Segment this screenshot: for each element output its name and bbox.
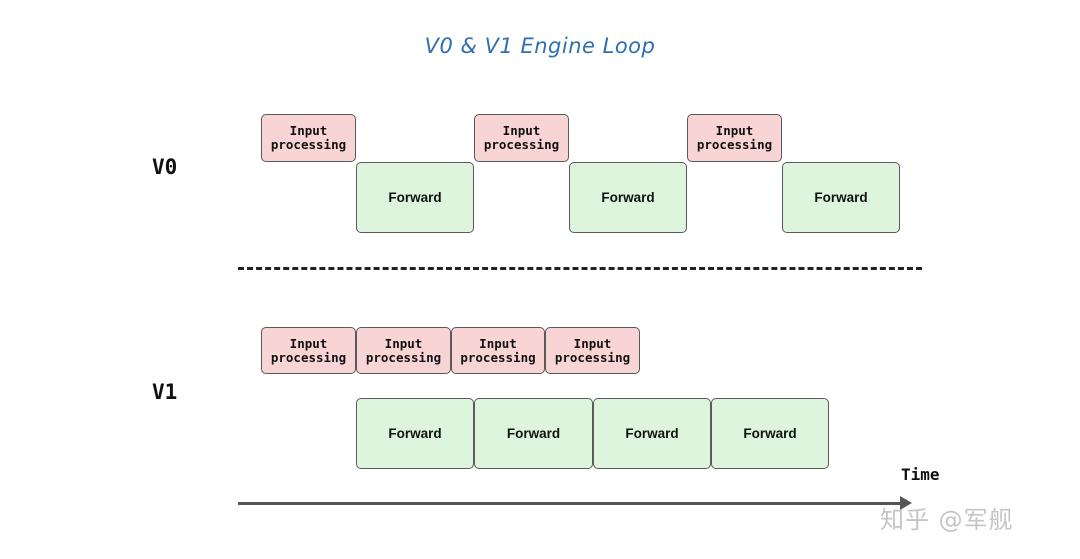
- v1-input-processing-box: Input processing: [261, 327, 356, 374]
- row-label-v1: V1: [152, 380, 178, 404]
- v1-forward-box: Forward: [593, 398, 711, 469]
- v0-forward-box: Forward: [782, 162, 900, 233]
- time-axis-line: [238, 502, 906, 505]
- v0-forward-box: Forward: [356, 162, 474, 233]
- v0-forward-box: Forward: [569, 162, 687, 233]
- section-divider: [238, 267, 922, 270]
- v0-input-processing-box: Input processing: [687, 114, 782, 162]
- diagram-title: V0 & V1 Engine Loop: [424, 34, 656, 58]
- v0-input-processing-box: Input processing: [261, 114, 356, 162]
- v1-forward-box: Forward: [474, 398, 593, 469]
- v1-input-processing-box: Input processing: [451, 327, 545, 374]
- v1-forward-box: Forward: [711, 398, 829, 469]
- v0-input-processing-box: Input processing: [474, 114, 569, 162]
- time-axis-arrow-icon: [900, 496, 912, 510]
- v1-input-processing-box: Input processing: [545, 327, 640, 374]
- time-axis-label: Time: [901, 465, 940, 484]
- v1-input-processing-box: Input processing: [356, 327, 451, 374]
- row-label-v0: V0: [152, 155, 178, 179]
- v1-forward-box: Forward: [356, 398, 474, 469]
- watermark: 知乎 @军舰: [880, 506, 1014, 534]
